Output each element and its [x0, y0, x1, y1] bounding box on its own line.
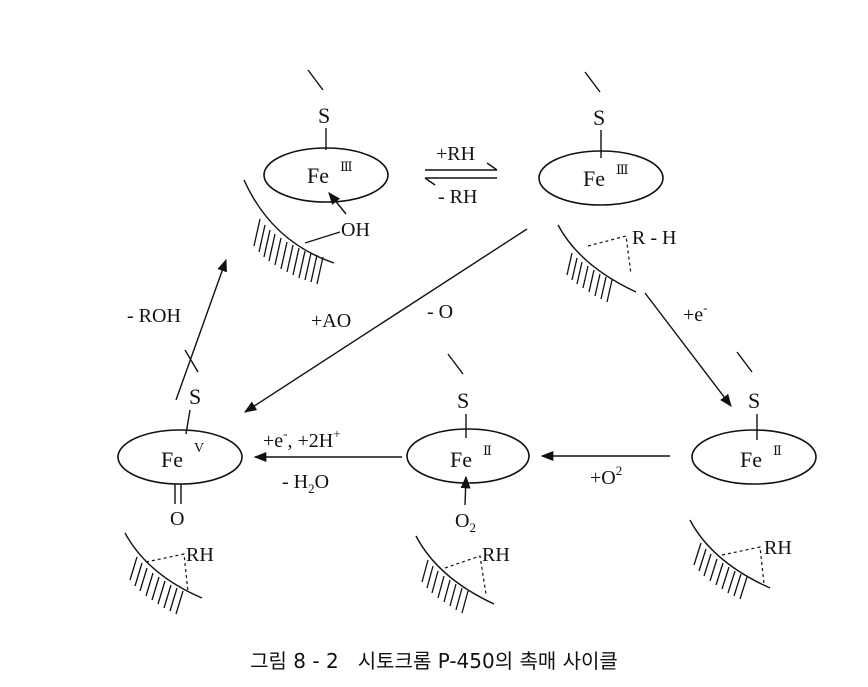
protein-hatching [253, 218, 324, 285]
thiolate-tail [184, 349, 199, 373]
product-release-arrow [175, 258, 227, 401]
substrate-label: RH [186, 544, 214, 566]
substrate-site [721, 546, 765, 585]
substrate-label: RH [482, 544, 510, 566]
substrate-site [444, 555, 487, 595]
sulfur-label: S [748, 388, 760, 413]
substrate-label: R - H [632, 227, 676, 249]
bind-reverse-label: - RH [438, 186, 477, 208]
complex-oxo-fe5: S Fe V O RH [117, 349, 243, 615]
iron-label: Fe [307, 163, 329, 188]
peroxide-shunt-step: +AO - O [243, 228, 528, 413]
iron-label: Fe [740, 447, 762, 472]
second-reduction-step: +e-, +2H+ - H2O [253, 426, 402, 496]
product-release-step: - ROH [127, 258, 227, 401]
shunt-arrow [243, 228, 528, 413]
iron-label: Fe [450, 447, 472, 472]
sulfur-label: S [318, 103, 330, 128]
protein-hatching [129, 556, 184, 615]
fe-oh-bond [328, 192, 347, 215]
complex-oxy-fe2-o2: S Fe Ⅱ O2 RH [406, 353, 530, 614]
sulfur-label: S [593, 105, 605, 130]
substrate-site [587, 235, 632, 275]
oxo-label: O [170, 508, 184, 530]
fe-o2-bond [460, 475, 471, 506]
oxidation-state: Ⅲ [616, 162, 629, 177]
oxidation-state: V [194, 441, 204, 456]
complex-bound-fe3-rh: S Fe Ⅲ R - H [538, 71, 676, 303]
thiolate-tail [736, 351, 753, 373]
heme-ring [117, 429, 243, 485]
reduction-label: +e- [683, 300, 708, 326]
thiolate-tail [584, 71, 601, 93]
equilibrium-arrows: +RH - RH [424, 143, 498, 208]
sulfur-label: S [189, 384, 201, 409]
reverse-half-head [424, 177, 436, 186]
hydroxide-label: OH [341, 219, 370, 241]
protein-surface [415, 535, 495, 605]
oxidation-state: Ⅲ [340, 159, 353, 174]
protein-surface [243, 179, 335, 264]
protein-hatching [693, 542, 748, 600]
thiolate-tail [307, 69, 324, 91]
protein-hatching [566, 252, 613, 303]
heme-ring [691, 429, 817, 485]
protein-hatching [421, 559, 469, 614]
oxidation-state: Ⅱ [773, 443, 782, 458]
complex-reduced-fe2-rh: S Fe Ⅱ RH [689, 351, 817, 600]
protein-surface [689, 519, 771, 589]
surface-connector [304, 231, 341, 244]
complex-resting-fe3-oh: S Fe Ⅲ OH [243, 69, 389, 285]
oxygen-label: +O2 [590, 463, 622, 489]
sulfur-label: S [457, 388, 469, 413]
iron-label: Fe [161, 447, 183, 472]
oxidation-state: Ⅱ [483, 443, 492, 458]
thiolate-tail [447, 353, 464, 375]
substrate-site [145, 553, 189, 593]
oxygen-binding-step: +O2 [540, 450, 670, 489]
figure-caption: 그림 8 - 2 시토크롬 P-450의 촉매 사이클 [250, 649, 618, 673]
shunt-in-label: +AO [311, 310, 351, 332]
water-loss-label: - H2O [282, 471, 329, 496]
shunt-out-label: - O [427, 301, 453, 323]
forward-half-head [486, 162, 498, 171]
heme-ring [263, 147, 389, 203]
reduction-arrow [644, 292, 732, 408]
bind-forward-label: +RH [436, 143, 475, 165]
protein-surface [557, 224, 637, 293]
product-release-label: - ROH [127, 305, 181, 327]
substrate-label: RH [764, 537, 792, 559]
dioxygen-label: O2 [455, 510, 476, 535]
heme-ring [538, 150, 664, 206]
iron-label: Fe [583, 166, 605, 191]
second-reduction-label: +e-, +2H+ [263, 426, 341, 452]
reduction-step: +e- [644, 292, 732, 408]
protein-surface [124, 532, 203, 599]
